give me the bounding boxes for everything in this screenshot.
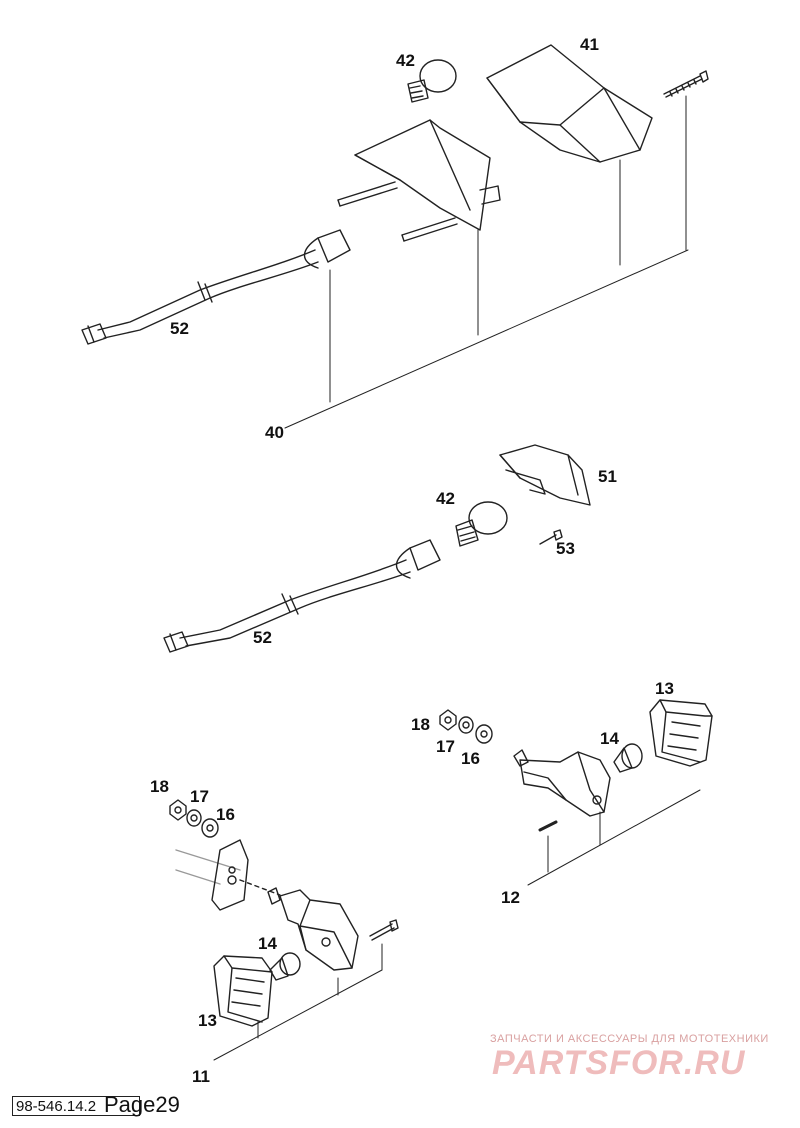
label-part-51: 51 xyxy=(598,467,617,486)
label-part-14-right: 14 xyxy=(600,729,619,748)
label-part-42-middle: 42 xyxy=(436,489,455,508)
plate-light-51 xyxy=(499,444,591,506)
leader-11 xyxy=(213,969,383,1061)
label-part-13-left: 13 xyxy=(198,1011,217,1030)
leader-12 xyxy=(527,789,701,886)
indicator-lens-13-left xyxy=(213,955,273,1027)
label-part-41: 41 xyxy=(580,35,599,54)
screw-41 xyxy=(663,70,709,98)
wiring-harness-52-middle xyxy=(163,539,441,653)
mounting-bracket xyxy=(175,839,281,911)
bulb-14-left xyxy=(269,952,301,981)
bulb-14-right xyxy=(613,743,643,773)
label-part-17-right: 17 xyxy=(436,737,455,756)
spacer-pin xyxy=(538,820,558,832)
screw-left xyxy=(369,919,399,941)
label-part-18-left: 18 xyxy=(150,777,169,796)
indicator-lens-13-right xyxy=(649,699,713,767)
lens-41 xyxy=(486,44,653,163)
washers-left xyxy=(169,799,219,838)
indicator-body-left xyxy=(267,887,359,971)
bulb-42-top xyxy=(407,59,457,103)
label-part-53: 53 xyxy=(556,539,575,558)
label-part-13-right: 13 xyxy=(655,679,674,698)
leader-40 xyxy=(284,249,689,429)
label-part-11: 11 xyxy=(192,1067,210,1086)
watermark-brand: PARTSFOR.RU xyxy=(492,1044,746,1082)
tail-light-housing xyxy=(354,119,501,231)
label-part-12: 12 xyxy=(501,888,520,907)
label-part-18-right: 18 xyxy=(411,715,430,734)
wiring-harness-52-top xyxy=(81,229,351,345)
label-part-40: 40 xyxy=(265,423,284,442)
page-number: Page29 xyxy=(104,1092,180,1117)
watermark-tagline: ЗАПЧАСТИ И АКСЕССУАРЫ ДЛЯ МОТОТЕХНИКИ xyxy=(490,1033,769,1045)
bulb-42-middle xyxy=(455,501,508,547)
label-part-16-right: 16 xyxy=(461,749,480,768)
screw-53 xyxy=(539,529,563,545)
indicator-body-right xyxy=(513,749,611,817)
label-part-52-top: 52 xyxy=(170,319,189,338)
label-part-16-left: 16 xyxy=(216,805,235,824)
housing-studs xyxy=(337,181,458,242)
washers-right xyxy=(439,709,493,744)
label-part-42-top: 42 xyxy=(396,51,415,70)
label-part-17-left: 17 xyxy=(190,787,209,806)
label-part-14-left: 14 xyxy=(258,934,277,953)
tail-light-assembly-40 xyxy=(81,44,709,429)
label-part-52-middle: 52 xyxy=(253,628,272,647)
document-code: 98-546.14.2 xyxy=(12,1096,140,1116)
